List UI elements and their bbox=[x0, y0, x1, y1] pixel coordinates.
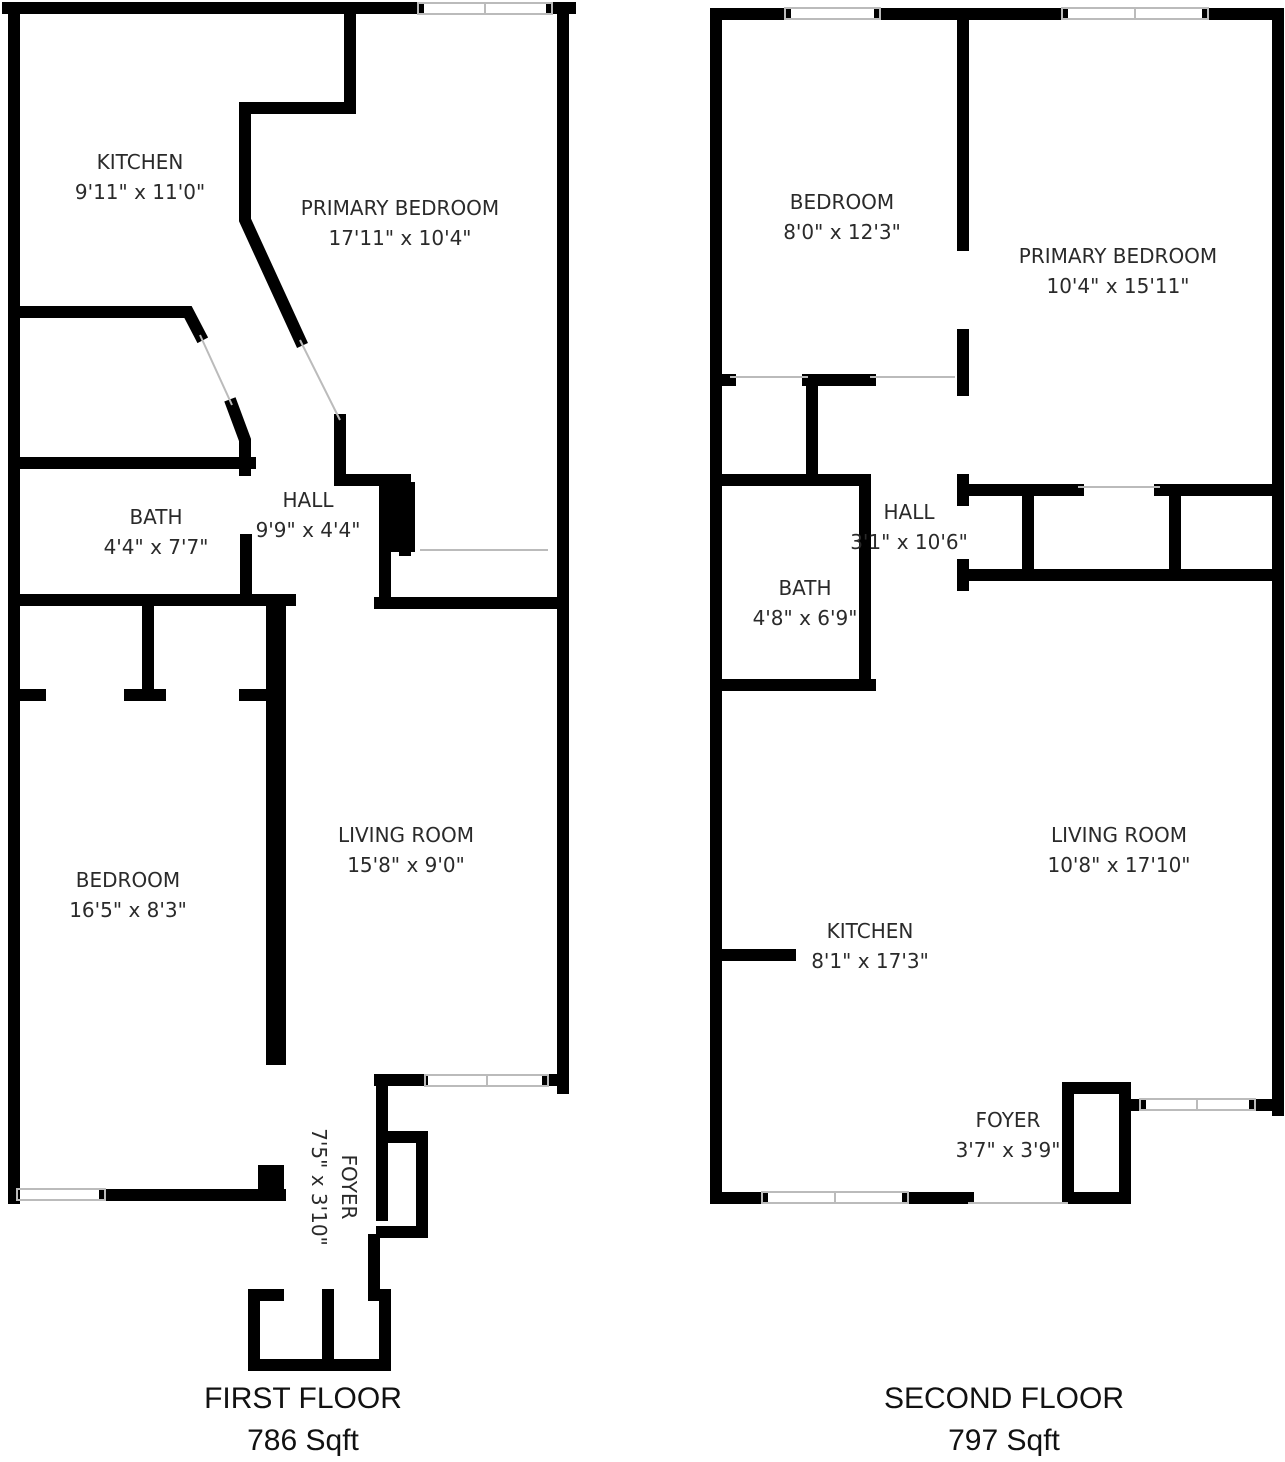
second-floor-windows bbox=[730, 7, 1256, 1204]
second-floor-walls bbox=[710, 8, 1284, 1204]
first-floor-walls bbox=[2, 2, 576, 1371]
first-floor-windows bbox=[16, 2, 553, 1201]
first-floor-thick-wall bbox=[266, 605, 286, 1065]
